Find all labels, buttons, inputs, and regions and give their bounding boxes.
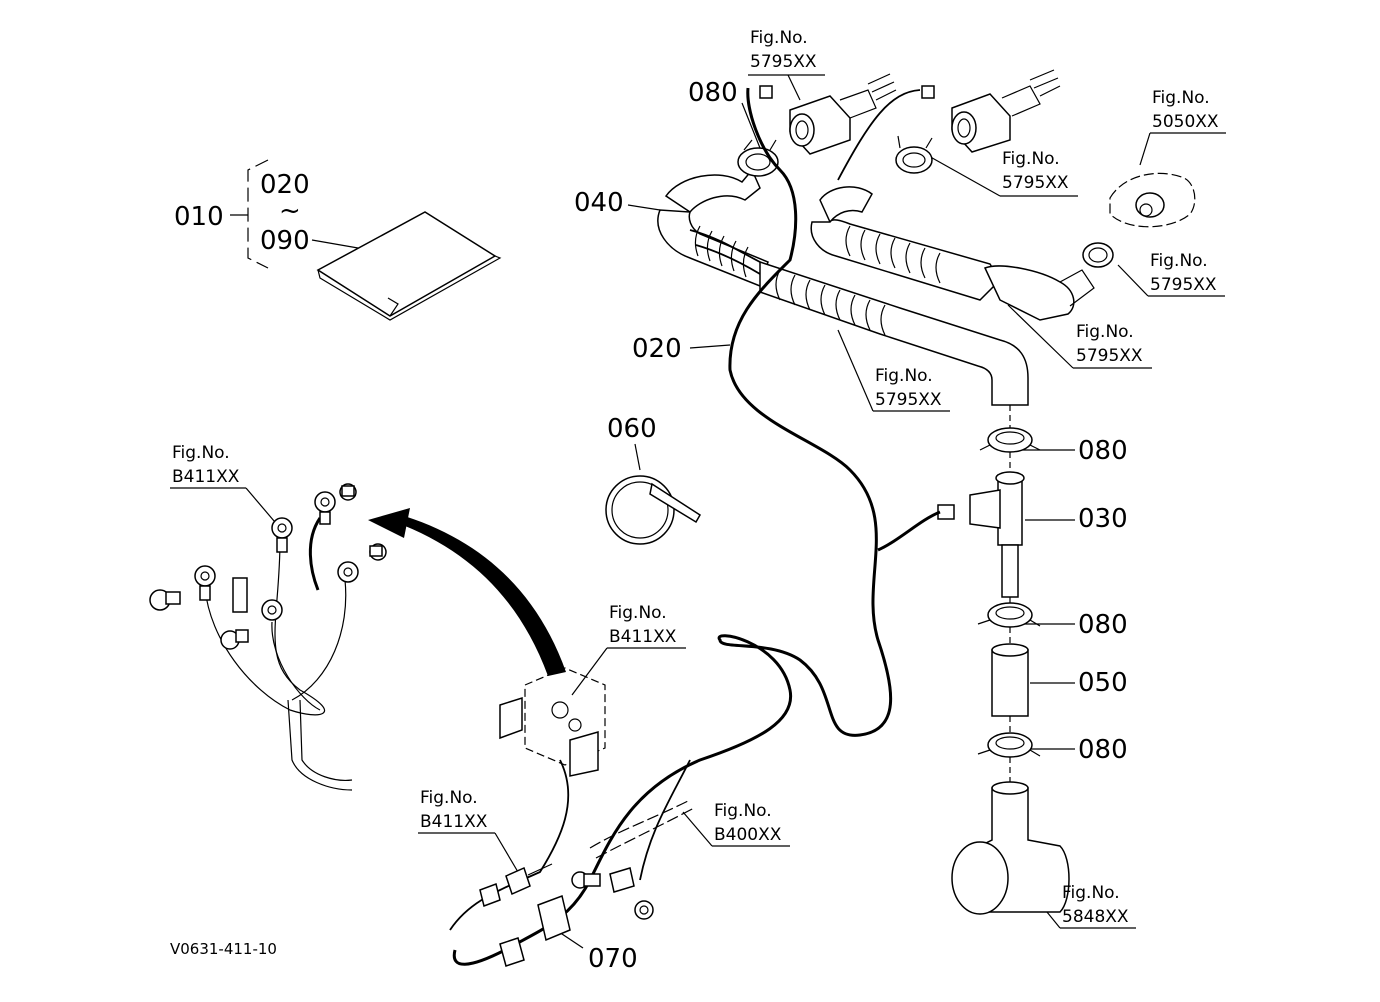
callout-040: 040	[574, 188, 624, 218]
ground-harness	[149, 483, 387, 791]
clamp-far-right	[1082, 242, 1114, 268]
curved-arrow	[368, 508, 566, 676]
fitting-5050	[1109, 172, 1196, 228]
callout-020-range-start: 020	[260, 170, 310, 200]
fig-ref-right-mid: Fig.No. 5795XX	[1076, 322, 1143, 366]
callout-030: 030	[1078, 504, 1128, 534]
bolts	[149, 483, 387, 650]
hose-020	[759, 260, 1029, 406]
manual-booklet	[316, 211, 502, 321]
cable-tie-060	[605, 475, 702, 545]
hose-right-upper	[810, 186, 1095, 321]
clamp-080-b	[977, 602, 1041, 628]
sensor-030	[937, 471, 1025, 598]
callout-070: 070	[588, 944, 638, 974]
fig-ref-center-lower: Fig.No. B411XX	[609, 603, 677, 647]
wiring-harness	[449, 87, 941, 966]
fig-ref-left-upper: Fig.No. B411XX	[172, 443, 240, 487]
hose-040	[657, 168, 769, 287]
callout-010: 010	[174, 202, 224, 232]
valve-unit-right	[921, 69, 1061, 153]
ring-terminal-4	[337, 561, 359, 583]
valve-unit-left	[759, 73, 897, 155]
callout-080-a: 080	[1078, 436, 1128, 466]
ring-terminal-2	[271, 517, 293, 553]
fig-ref-center-mid: Fig.No. 5795XX	[875, 366, 942, 410]
ring-terminal-5	[261, 599, 283, 621]
ring-terminal-3	[314, 491, 336, 525]
pipe-050	[991, 643, 1029, 717]
clamp-080-a	[979, 427, 1041, 453]
callout-080-b: 080	[1078, 610, 1128, 640]
callout-090: 090	[260, 226, 310, 256]
fig-ref-bottom-right: Fig.No. 5848XX	[1062, 883, 1129, 927]
connectors-lower	[479, 799, 695, 967]
callout-080-top: 080	[688, 78, 738, 108]
clamp-080-top	[737, 139, 779, 177]
relay-box	[499, 667, 606, 777]
callout-020: 020	[632, 334, 682, 364]
fig-ref-bottom-center: Fig.No. B400XX	[714, 801, 782, 845]
fig-ref-bottom-left: Fig.No. B411XX	[420, 788, 488, 832]
callout-050: 050	[1078, 668, 1128, 698]
ring-terminal-1	[194, 565, 216, 601]
fig-ref-far-right-top: Fig.No. 5050XX	[1152, 88, 1219, 132]
callout-tilde: ~	[279, 196, 301, 226]
callout-080-c: 080	[1078, 735, 1128, 765]
fig-ref-top-right: Fig.No. 5795XX	[1002, 149, 1069, 193]
clamp-right-top	[895, 135, 933, 174]
tee-5848	[951, 781, 1070, 915]
callout-060: 060	[607, 414, 657, 444]
bracket-010	[230, 159, 269, 269]
drawing-code: V0631-411-10	[170, 940, 277, 958]
clamp-080-c	[977, 732, 1041, 758]
fig-ref-top-center: Fig.No. 5795XX	[750, 28, 817, 72]
fig-ref-far-right-mid: Fig.No. 5795XX	[1150, 251, 1217, 295]
